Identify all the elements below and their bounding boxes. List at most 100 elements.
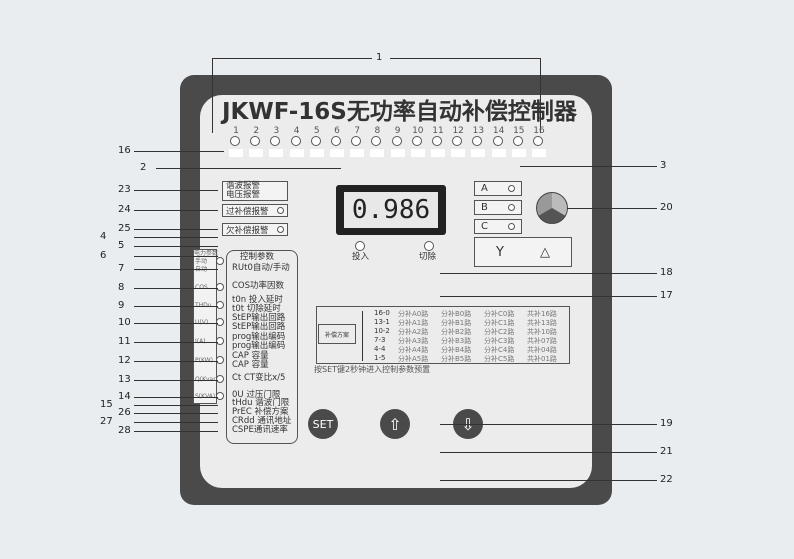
callout-line: [134, 431, 218, 432]
callout-line: [134, 323, 218, 324]
side-item-led: [216, 375, 224, 383]
callout-line: [440, 452, 657, 453]
callout-line: [134, 246, 218, 247]
voltage-alarm-label: 电压报警: [226, 190, 261, 200]
side-item-led: [216, 337, 224, 345]
scheme-cell: 共补04路: [527, 346, 557, 354]
scheme-cell: 分补A0路: [398, 310, 429, 318]
channel-strip: [289, 149, 304, 157]
side-item-label: P(KW): [195, 357, 213, 364]
channel-led: [230, 136, 240, 146]
led-indicator: [277, 207, 284, 214]
param-row: StEP输出回路: [232, 313, 286, 323]
led-number: 10: [412, 126, 424, 136]
callout-line: [440, 296, 657, 297]
scheme-code: 4-4: [374, 345, 386, 353]
phase-label: C: [481, 221, 488, 232]
over-comp-label: 过补偿报警: [226, 206, 269, 217]
callout-6: 6: [100, 250, 107, 261]
channel-led: [351, 136, 362, 146]
led-indicator: [508, 204, 515, 211]
scheme-cell: 分补A2路: [398, 328, 429, 336]
callout-10: 10: [118, 317, 131, 328]
param-row: StEP输出回路: [232, 322, 286, 332]
callout-8: 8: [118, 282, 125, 293]
callout-line: [134, 405, 218, 406]
led-number: 6: [334, 126, 340, 136]
callout-line: [134, 288, 218, 289]
harmonic-alarm-label: 谐波报警: [226, 181, 261, 191]
callout-19: 19: [660, 418, 673, 429]
channel-strip: [249, 149, 264, 157]
callout-line: [520, 166, 657, 167]
channel-strip: [451, 149, 466, 157]
scheme-cell: 分补B5路: [441, 355, 472, 363]
scheme-cell: 共补10路: [527, 328, 557, 336]
led-number: 8: [374, 126, 381, 136]
channel-strip: [350, 149, 365, 157]
channel-strip: [309, 149, 324, 157]
param-row: 0U 过压门限: [232, 390, 281, 400]
channel-strip: [229, 149, 243, 157]
callout-line: [134, 397, 218, 398]
callout-28: 28: [118, 425, 131, 436]
callout-18: 18: [660, 267, 673, 278]
callout-2: 2: [140, 162, 147, 173]
scheme-cell: 分补B0路: [441, 310, 472, 318]
channel-strip: [471, 149, 486, 157]
over-comp-alarm: 过补偿报警: [222, 204, 288, 217]
callout-line: [134, 422, 218, 423]
callout-line: [134, 237, 218, 238]
callout-17: 17: [660, 290, 673, 301]
channel-strip: [491, 149, 506, 157]
control-params-title: 控制参数: [240, 252, 275, 262]
channel-led: [371, 136, 382, 146]
led-number: 3: [273, 126, 280, 136]
side-item-label: COS: [195, 284, 208, 291]
channel-strip: [390, 149, 405, 157]
up-button[interactable]: ⇧: [380, 409, 410, 439]
callout-line: [156, 168, 341, 169]
set-button[interactable]: SET: [308, 409, 338, 439]
side-param-panel: [193, 249, 217, 404]
channel-led: [512, 136, 523, 146]
callout-3: 3: [660, 160, 667, 171]
callout-line: [540, 58, 541, 133]
scheme-cell: 分补C0路: [484, 310, 515, 318]
led-number: 14: [492, 126, 505, 136]
side-item-label: S(KVA): [195, 393, 215, 400]
param-row: COS功率因数: [232, 281, 285, 291]
channel-strip: [330, 149, 344, 157]
under-comp-label: 欠补偿报警: [226, 225, 269, 236]
callout-14: 14: [118, 391, 131, 402]
scheme-code: 7-3: [374, 336, 386, 344]
param-row: prog输出编码: [232, 332, 286, 342]
param-row: CAP 容量: [232, 360, 269, 370]
callout-5: 5: [118, 240, 125, 251]
scheme-cell: 分补B3路: [441, 337, 472, 345]
param-row: tHdu 谐波门限: [232, 398, 290, 408]
callout-line: [440, 273, 657, 274]
callout-line: [134, 256, 218, 257]
scheme-code: 13-1: [374, 318, 390, 326]
param-row: CAP 容量: [232, 351, 269, 361]
phase-label: B: [481, 202, 488, 213]
channel-led: [391, 136, 402, 146]
scheme-code: 1-5: [374, 354, 386, 362]
callout-1: 1: [376, 52, 383, 63]
set-note: 按SET键2秒钟进入控制参数预置: [314, 365, 431, 374]
callout-20: 20: [660, 202, 673, 213]
led-number: 7: [354, 126, 361, 136]
channel-led: [310, 136, 321, 146]
callout-12: 12: [118, 355, 131, 366]
callout-4: 4: [100, 231, 107, 242]
cut-led: [424, 241, 434, 251]
channel-led: [270, 136, 281, 146]
led-number: 1: [233, 126, 239, 136]
param-row: t0t 切除延时: [232, 304, 281, 314]
scheme-cell: 分补C2路: [484, 328, 515, 336]
scheme-cell: 分补C4路: [484, 346, 515, 354]
callout-7: 7: [118, 263, 125, 274]
phase-indicator-icon: [536, 192, 568, 224]
channel-led: [432, 136, 442, 146]
